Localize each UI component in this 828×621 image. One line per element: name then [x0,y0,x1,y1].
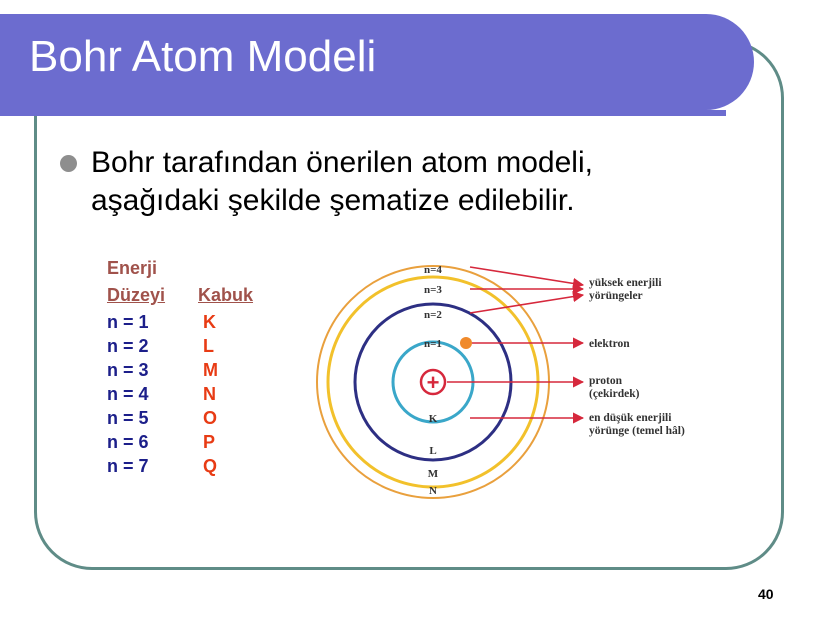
level-cell: n = 5 [107,408,149,428]
shell-label-n: N [429,485,437,497]
level-cell: n = 2 [107,336,149,356]
annotation-proton-1: proton [589,375,623,387]
shell-cell: Q [203,456,218,476]
bullet-line-1: Bohr tarafından önerilen atom modeli, [91,146,593,179]
nucleus-symbol: + [427,370,440,395]
arrow-high-energy-n2 [469,291,585,314]
annotation-ground-2: yörünge (temel hâl) [589,425,685,437]
shell-label-k: K [429,413,438,425]
shell-label-m: M [428,468,439,480]
header-duzeyi: Düzeyi [107,285,166,305]
title-bar [0,14,754,110]
bullet-line-2: aşağıdaki şekilde şematize edilebilir. [91,184,575,217]
annotation-high-energy-1: yüksek enerjili [589,277,662,289]
orbit-label-n3: n=3 [424,284,442,296]
bullet-text: Bohr tarafından önerilen atom modeli, aş… [91,144,711,220]
annotation-high-energy-2: yörüngeler [589,290,643,302]
header-enerji: Enerji [107,258,158,278]
bohr-atom-diagram: + n=4 n=3 n=2 n=1 K L M N yüksek enerjil… [316,264,685,499]
page-number: 40 [758,586,774,602]
orbit-label-n1: n=1 [424,338,442,350]
annotation-ground-1: en düşük enerjili [589,412,672,424]
shell-cell: O [203,408,218,428]
level-cell: n = 3 [107,360,149,380]
level-cell: n = 7 [107,456,149,476]
level-cell: n = 6 [107,432,149,452]
annotation-proton-2: (çekirdek) [589,388,640,400]
shell-cell: P [203,432,216,452]
arrow-high-energy-n4 [469,266,585,289]
shell-cell: M [203,360,218,380]
electron-icon [460,337,472,349]
bullet-dot-icon [60,155,77,172]
orbit-label-n2: n=2 [424,309,442,321]
shell-cell: K [203,312,216,332]
annotation-electron: elektron [589,338,630,350]
title-underline [0,110,726,116]
shell-cell: N [203,384,216,404]
orbit-label-n4: n=4 [424,264,442,276]
nucleus-icon [419,368,447,396]
shell-cell: L [203,336,214,356]
level-cell: n = 1 [107,312,149,332]
shell-label-l: L [429,445,436,457]
level-cell: n = 4 [107,384,149,404]
header-kabuk: Kabuk [198,285,254,305]
slide-title: Bohr Atom Modeli [29,32,377,81]
